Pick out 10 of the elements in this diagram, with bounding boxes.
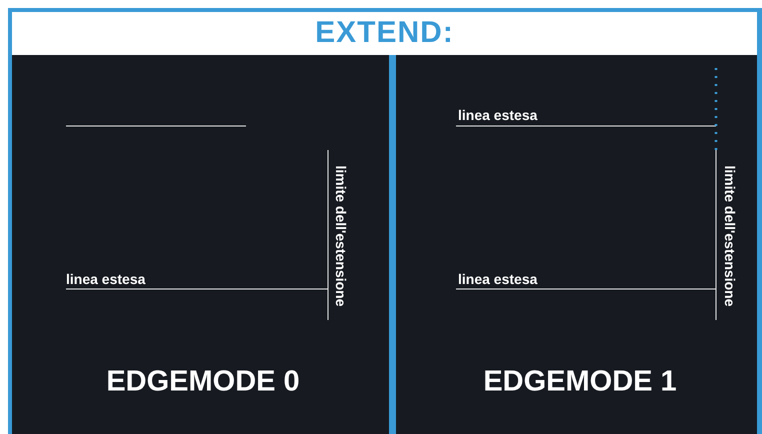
limit-label: limite dell'estensione <box>722 165 738 307</box>
title: EXTEND: <box>314 16 455 50</box>
line-label: linea estesa <box>458 107 538 123</box>
dark-panel <box>12 55 389 434</box>
mode-label: EDGEMODE 0 <box>106 366 300 398</box>
line-label: linea estesa <box>458 271 538 287</box>
limit-label: limite dell'estensione <box>333 165 349 307</box>
mode-label: EDGEMODE 1 <box>483 366 677 398</box>
dark-panel <box>396 55 757 434</box>
line-label: linea estesa <box>66 271 146 287</box>
